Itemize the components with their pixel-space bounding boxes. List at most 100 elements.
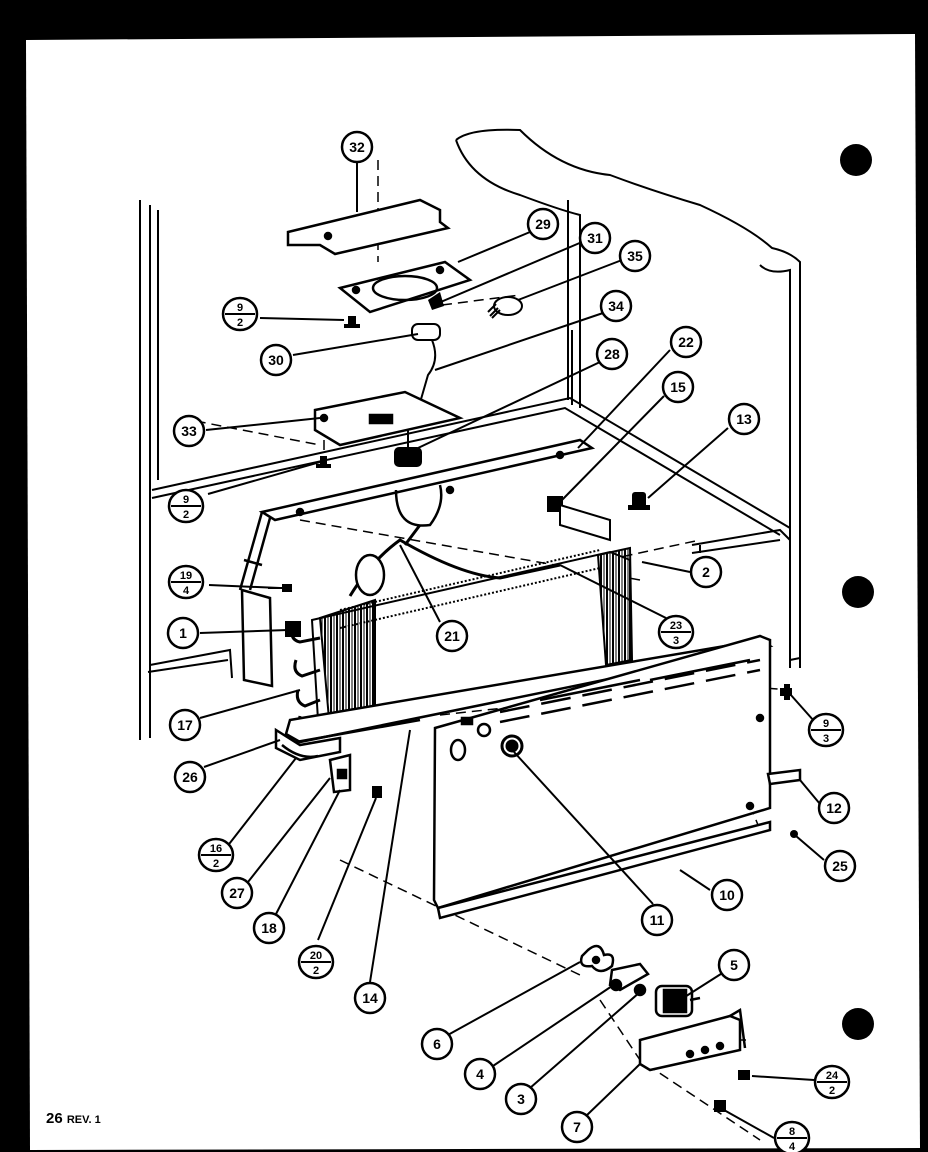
callout-18: 18 — [252, 911, 286, 945]
fan-motor — [654, 984, 701, 1018]
light-shield — [337, 260, 473, 314]
callout-11: 11 — [640, 903, 674, 937]
fraction-top: 8 — [789, 1126, 795, 1138]
callout-34: 34 — [599, 289, 633, 323]
callout-14: 14 — [353, 981, 387, 1015]
callout-label: 21 — [444, 628, 460, 644]
callout-21: 21 — [435, 619, 469, 653]
callout-label: 26 — [182, 769, 198, 785]
callout-label: 18 — [261, 920, 277, 936]
callout-label: 1 — [179, 625, 187, 641]
callout-label: 35 — [627, 248, 643, 264]
revision-label: REV. 1 — [66, 1114, 101, 1126]
evaporator-front-panel — [432, 634, 772, 920]
fraction-top: 20 — [310, 950, 322, 962]
fraction-top: 23 — [670, 620, 682, 632]
drain-bracket — [328, 753, 352, 794]
fraction-top: 19 — [180, 570, 192, 582]
clip-fastener — [628, 492, 650, 510]
fraction-callout-20-2: 202 — [297, 944, 335, 980]
callout-3: 3 — [504, 1082, 538, 1116]
switch-bracket — [313, 390, 464, 447]
callout-15: 15 — [661, 370, 695, 404]
callout-label: 15 — [670, 379, 686, 395]
fraction-bottom: 2 — [213, 858, 219, 870]
fraction-top: 9 — [237, 302, 243, 314]
drain-trough — [284, 638, 774, 744]
fraction-callout-9-2: 92 — [221, 296, 259, 332]
callout-label: 29 — [535, 216, 551, 232]
callout-32: 32 — [340, 130, 374, 164]
callout-29: 29 — [526, 207, 560, 241]
evaporator-cover-top — [238, 438, 596, 591]
callout-label: 31 — [587, 230, 603, 246]
fan-bracket — [608, 962, 650, 997]
fraction-callout-8-4: 84 — [773, 1120, 811, 1152]
binder-hole-bottom — [842, 1008, 874, 1040]
screw-motor-upper — [738, 1070, 750, 1080]
fraction-top: 9 — [823, 718, 829, 730]
drain-fitting — [274, 727, 342, 762]
callout-label: 4 — [476, 1066, 484, 1082]
cabinet-structure — [139, 128, 801, 740]
clip — [428, 292, 444, 310]
callout-31: 31 — [578, 221, 612, 255]
leader-lines — [199, 162, 825, 1139]
fraction-bottom: 3 — [823, 733, 829, 745]
callout-label: 32 — [349, 139, 365, 155]
fraction-bottom: 2 — [829, 1085, 835, 1097]
light-bulb — [487, 296, 523, 319]
fraction-callout-9-3: 93 — [807, 712, 845, 748]
callout-label: 25 — [832, 858, 848, 874]
callout-26: 26 — [173, 760, 207, 794]
callout-22: 22 — [669, 325, 703, 359]
fraction-bottom: 4 — [183, 585, 190, 597]
callout-4: 4 — [463, 1057, 497, 1091]
fraction-top: 9 — [183, 494, 189, 506]
callout-10: 10 — [710, 878, 744, 912]
callout-label: 22 — [678, 334, 694, 350]
grommet — [500, 734, 524, 758]
cover-side-panel — [240, 558, 274, 688]
callout-1: 1 — [166, 616, 200, 650]
callout-label: 27 — [229, 885, 245, 901]
fraction-callout-24-2: 242 — [813, 1064, 851, 1100]
binder-hole-top — [840, 144, 872, 176]
fraction-bottom: 2 — [183, 509, 189, 521]
callout-33: 33 — [172, 414, 206, 448]
callout-12: 12 — [817, 791, 851, 825]
callout-17: 17 — [168, 708, 202, 742]
callout-label: 17 — [177, 717, 193, 733]
screw-bottom-left — [372, 786, 382, 798]
fraction-callout-23-3: 233 — [657, 614, 695, 650]
cover-bracket-right — [547, 496, 611, 542]
callout-7: 7 — [560, 1110, 594, 1144]
callout-28: 28 — [595, 337, 629, 371]
callout-label: 13 — [736, 411, 752, 427]
callout-30: 30 — [259, 343, 293, 377]
callout-label: 6 — [433, 1036, 441, 1052]
callout-label: 28 — [604, 346, 620, 362]
callout-label: 11 — [650, 912, 665, 928]
fraction-bottom: 4 — [789, 1141, 796, 1152]
screw-motor-lower — [714, 1100, 726, 1112]
callout-label: 7 — [573, 1119, 581, 1135]
callout-5: 5 — [717, 948, 751, 982]
callout-13: 13 — [727, 402, 761, 436]
callout-label: 34 — [608, 298, 624, 314]
screw-mid — [316, 456, 331, 468]
fraction-callout-16-2: 162 — [197, 837, 235, 873]
page-number: 26 — [46, 1110, 63, 1127]
callout-label: 12 — [826, 800, 842, 816]
callout-label: 5 — [730, 957, 738, 973]
callout-label: 30 — [268, 352, 284, 368]
callout-label: 14 — [362, 990, 378, 1006]
fan-blade — [579, 944, 615, 973]
door-switch — [394, 430, 422, 467]
callout-2: 2 — [689, 555, 723, 589]
page-footer: 26 REV. 1 — [46, 1110, 101, 1127]
light-socket — [411, 323, 441, 421]
